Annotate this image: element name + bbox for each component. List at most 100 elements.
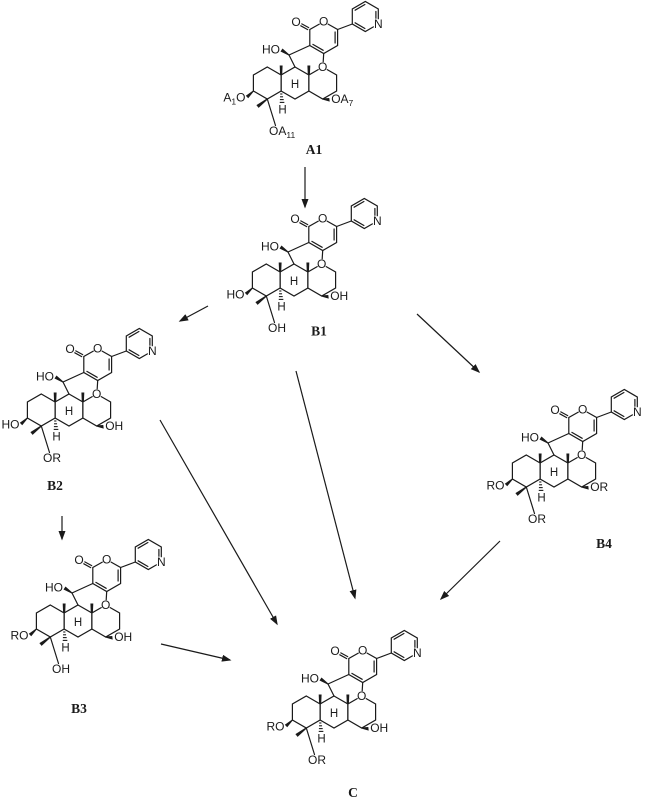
substituent-left-B4: RO <box>487 479 505 493</box>
bond <box>327 683 335 697</box>
bond <box>525 486 536 515</box>
carbonyl-oxygen-label: O <box>291 15 300 29</box>
substituent-right-A1: OA7 <box>331 92 353 108</box>
bond <box>393 632 405 640</box>
stereo-wedge-bond <box>346 694 350 704</box>
bond <box>75 350 84 356</box>
substituent-bottom-B3: OH <box>52 662 70 676</box>
stereo-wedge-bond <box>105 636 113 640</box>
bond <box>300 25 309 31</box>
molecule-name-B2: B2 <box>47 478 63 493</box>
bond <box>613 410 625 418</box>
stereo-wedge-bond <box>504 478 513 487</box>
pyranone-ring-oxygen-label: O <box>578 403 587 417</box>
stereo-wedge-bond <box>361 727 369 731</box>
stereo-wedge-bond <box>279 245 289 253</box>
arrow-B1-to-B2 <box>178 305 209 322</box>
ring-junction-h-label: H <box>290 276 298 288</box>
stereo-wedge-bond <box>62 603 66 613</box>
pyridine-nitrogen-label: N <box>374 17 383 31</box>
bond <box>311 240 323 248</box>
substituent-bottom-B4: OR <box>528 512 546 526</box>
stereo-wedge-bond <box>255 295 267 305</box>
pyridine-nitrogen-label: N <box>413 646 422 660</box>
molecule-name-A1: A1 <box>306 142 323 157</box>
stereo-wedge-bond <box>307 65 311 75</box>
bond <box>288 44 311 56</box>
bond <box>321 249 324 260</box>
bond <box>511 454 541 488</box>
bond <box>111 350 127 358</box>
bond <box>571 431 583 439</box>
c5-h-label: H <box>61 643 69 655</box>
stereo-wedge-bond <box>39 636 51 646</box>
stereo-wedge-bond <box>90 603 94 613</box>
c5-h-label: H <box>277 302 285 314</box>
bond <box>35 604 65 638</box>
substituent-left-B2: HO <box>2 418 20 432</box>
bond <box>49 636 60 665</box>
bond <box>339 654 348 660</box>
stereo-wedge-bond <box>319 677 329 685</box>
bond <box>322 52 325 63</box>
bond <box>390 629 418 662</box>
stereo-wedge-bond <box>54 375 64 383</box>
stereo-wedge-bond <box>19 417 28 426</box>
bond <box>26 393 56 427</box>
bond <box>137 560 149 568</box>
pyran-oxygen-label: O <box>92 387 101 401</box>
bond <box>351 672 363 680</box>
bond <box>86 370 98 378</box>
molecule-name-C: C <box>348 785 358 800</box>
bond <box>354 22 366 30</box>
substituent-left-C: RO <box>267 720 285 734</box>
c5-h-label: H <box>317 734 325 746</box>
substituent-right-B2: OH <box>105 419 123 433</box>
bond <box>300 220 309 226</box>
bond <box>291 695 321 729</box>
bond <box>125 327 153 360</box>
substituent-right-C: OH <box>370 721 388 735</box>
arrow-B2-to-C <box>159 419 278 626</box>
c5-h-label: H <box>537 493 545 505</box>
bond <box>354 3 366 11</box>
carbonyl-oxygen-label: O <box>550 403 559 417</box>
bond <box>84 561 93 567</box>
ring-junction-h-label: H <box>550 467 558 479</box>
substituent-left-A1: A1O <box>223 91 245 107</box>
bond <box>353 200 365 208</box>
substituent-top-B2: HO <box>36 370 54 384</box>
pyranone-ring-oxygen-label: O <box>93 342 102 356</box>
bond <box>301 23 310 29</box>
molecule-name-B3: B3 <box>71 701 87 716</box>
arrow-B1-to-B4 <box>416 313 481 374</box>
substituent-right-B1: OH <box>330 289 348 303</box>
stereo-wedge-bond <box>318 694 322 704</box>
stereo-wedge-bond <box>63 586 73 594</box>
stereo-wedge-bond <box>30 425 42 435</box>
bond <box>266 98 277 127</box>
bond <box>337 23 353 31</box>
bond <box>71 592 79 606</box>
bond <box>376 652 392 660</box>
stereo-wedge-bond <box>278 262 282 272</box>
stereo-wedge-bond <box>306 262 310 272</box>
substituent-top-A1: HO <box>262 43 280 57</box>
bond <box>137 541 149 549</box>
stereo-wedge-bond <box>96 425 104 429</box>
ring-junction-h-label: H <box>291 79 299 91</box>
substituent-bottom-A1: OA11 <box>269 124 295 140</box>
bond <box>62 381 70 395</box>
bond <box>547 432 570 444</box>
stereo-wedge-bond <box>28 628 37 637</box>
bond <box>340 652 349 658</box>
bond <box>265 295 276 324</box>
pyran-oxygen-label: O <box>101 598 110 612</box>
stereo-wedge-bond <box>245 90 254 99</box>
pyridine-nitrogen-label: N <box>633 405 642 419</box>
stereo-wedge-bond <box>244 287 253 296</box>
stereo-wedge-bond <box>284 719 293 728</box>
